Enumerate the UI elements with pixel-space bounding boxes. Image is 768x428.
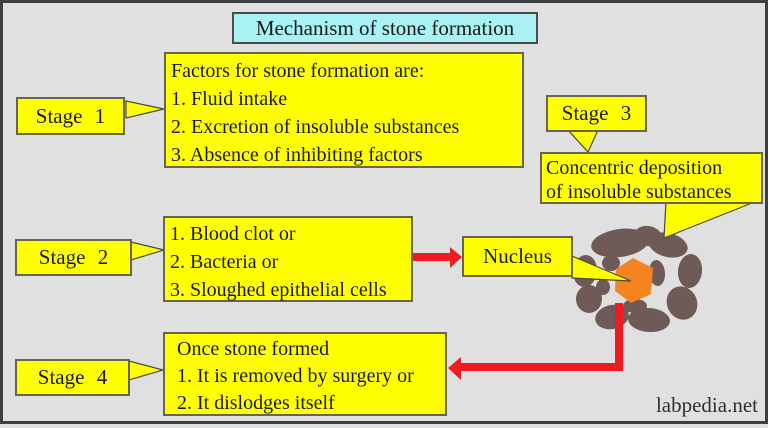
outcome-box: Once stone formed 1. It is removed by su… xyxy=(163,332,447,416)
concentric-box: Concentric deposition of insoluble subst… xyxy=(540,152,763,204)
watermark-text: labpedia.net xyxy=(655,393,758,417)
factors-box: Factors for stone formation are: 1. Flui… xyxy=(164,52,524,168)
nidus-line: 2. Bacteria or xyxy=(170,251,279,273)
nucleus-label: Nucleus xyxy=(483,244,552,268)
stage2-label: Stage 2 xyxy=(38,245,109,269)
stage4-label: Stage 4 xyxy=(37,365,108,389)
concentric-line: of insoluble substances xyxy=(546,181,732,203)
concentric-tail xyxy=(663,200,758,239)
stage4-callout: Stage 4 xyxy=(15,359,130,396)
factors-line: 1. Fluid intake xyxy=(171,88,288,110)
stage3-label: Stage 3 xyxy=(561,101,632,125)
stage3-callout: Stage 3 xyxy=(546,95,647,132)
diagram-title: Mechanism of stone formation xyxy=(255,16,515,40)
outcome-line: 2. It dislodges itself xyxy=(177,392,335,414)
factors-line: Factors for stone formation are: xyxy=(171,60,425,82)
callout-tails xyxy=(125,100,758,381)
stage4-tail xyxy=(128,360,166,381)
nidus-line: 1. Blood clot or xyxy=(170,223,296,245)
outcome-line: Once stone formed xyxy=(177,338,330,360)
factors-line: 2. Excretion of insoluble substances xyxy=(171,116,460,138)
nidus-box: 1. Blood clot or 2. Bacteria or 3. Sloug… xyxy=(163,216,413,302)
stage1-callout: Stage 1 xyxy=(16,97,125,135)
stage2-callout: Stage 2 xyxy=(15,239,132,276)
nucleus-shape xyxy=(615,258,653,303)
factors-line: 3. Absence of inhibiting factors xyxy=(171,144,423,166)
nidus-line: 3. Sloughed epithelial cells xyxy=(170,279,387,301)
stage1-label: Stage 1 xyxy=(35,104,106,128)
stage1-tail xyxy=(125,100,165,119)
arrow-nidus-to-nucleus xyxy=(413,247,462,268)
arrow-stone-to-outcome xyxy=(448,303,623,380)
stage3-tail xyxy=(566,129,599,154)
concentric-line: Concentric deposition xyxy=(546,157,723,179)
title-box: Mechanism of stone formation xyxy=(232,12,538,44)
stage2-tail xyxy=(130,241,167,261)
outcome-line: 1. It is removed by surgery or xyxy=(177,365,414,387)
nucleus-callout: Nucleus xyxy=(462,236,573,277)
